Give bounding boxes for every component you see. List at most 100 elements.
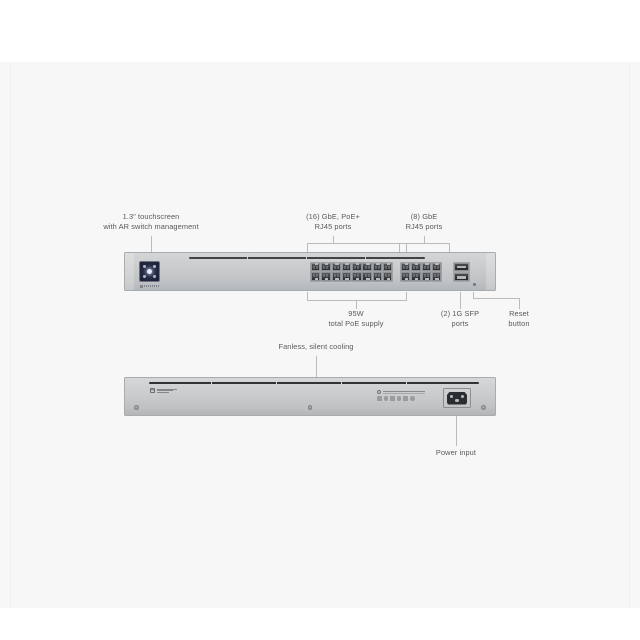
- leader-reset-elbow: [473, 298, 520, 299]
- leader-power-input: [456, 416, 457, 446]
- switch-rear-panel: [124, 377, 496, 416]
- leader-cooling: [316, 356, 317, 377]
- leader-gbe-ports: [424, 236, 425, 243]
- rj45-port[interactable]: [341, 271, 352, 281]
- touchscreen-dot-icon: [153, 275, 156, 278]
- port-column: [421, 262, 431, 281]
- callout-poe-supply: 95W total PoE supply: [328, 309, 384, 328]
- rj45-port[interactable]: [401, 271, 411, 281]
- port-column: [321, 262, 331, 281]
- rj45-port[interactable]: [411, 262, 421, 272]
- front-vent-slot: [189, 255, 425, 260]
- rj45-port[interactable]: [421, 262, 431, 272]
- sfp-port-bank: [453, 261, 470, 282]
- bracket-gbe-ports: [399, 243, 450, 252]
- callout-power-input: Power input: [435, 448, 477, 457]
- port-column: [382, 262, 393, 281]
- touchscreen-dot-icon: [153, 265, 156, 268]
- brand-text-block: [144, 285, 159, 288]
- cert-icon: [396, 395, 402, 401]
- compliance-label: [377, 390, 425, 401]
- bracket-poe-ports: [307, 243, 407, 252]
- rear-brand-text: [156, 388, 177, 394]
- sfp-port[interactable]: [454, 272, 469, 281]
- power-pin-icon: [449, 394, 453, 399]
- rj45-port[interactable]: [331, 271, 341, 281]
- chassis-screw: [307, 405, 313, 410]
- rj45-port[interactable]: [372, 271, 383, 281]
- rj45-port[interactable]: [421, 271, 431, 281]
- rj45-port[interactable]: [311, 271, 321, 281]
- cert-icon: [377, 395, 382, 401]
- port-column: [341, 262, 352, 281]
- rj45-port[interactable]: [352, 262, 362, 272]
- content-band: [0, 62, 640, 608]
- rear-brand-block: [150, 388, 177, 394]
- sfp-port[interactable]: [454, 262, 469, 271]
- callout-sfp-ports: (2) 1G SFP ports: [440, 309, 480, 328]
- leader-reset-drop: [519, 298, 520, 309]
- callout-reset-button: Reset button: [508, 309, 530, 328]
- port-column: [352, 262, 362, 281]
- rj45-port[interactable]: [372, 262, 383, 272]
- compliance-text-block: [382, 390, 425, 394]
- left-edge-rule: [10, 62, 11, 608]
- callout-gbe-ports: (8) GbE RJ45 ports: [405, 212, 443, 231]
- rj45-port[interactable]: [352, 271, 362, 281]
- right-edge-rule: [629, 62, 630, 608]
- rj45-port[interactable]: [431, 262, 442, 272]
- port-column: [331, 262, 341, 281]
- leader-sfp-ports: [460, 292, 461, 309]
- brand-logo-icon: [150, 388, 156, 394]
- leader-reset-stub: [473, 292, 474, 298]
- touchscreen-dot-icon: [143, 275, 146, 278]
- rj45-port[interactable]: [411, 271, 421, 281]
- cert-icon: [403, 395, 408, 401]
- rj45-port[interactable]: [401, 262, 411, 272]
- touchscreen-dot-icon: [143, 265, 146, 268]
- port-column: [411, 262, 421, 281]
- power-pin-icon: [455, 399, 459, 403]
- rj45-port[interactable]: [311, 262, 321, 272]
- rj45-port[interactable]: [431, 271, 442, 281]
- cert-icon: [390, 395, 395, 401]
- rj45-port[interactable]: [321, 271, 331, 281]
- brand-logo-icon: [140, 284, 144, 288]
- callout-poe-ports: (16) GbE, PoE+ RJ45 ports: [306, 212, 360, 231]
- port-column: [311, 262, 321, 281]
- chassis-screw: [481, 405, 486, 410]
- compliance-mark-icon: [377, 390, 382, 395]
- front-brand-wordmark: [140, 284, 159, 288]
- power-inlet-cavity: [447, 391, 467, 405]
- certification-icons: [377, 395, 425, 401]
- chassis-screw: [134, 405, 139, 410]
- poe-port-bank: [310, 261, 394, 282]
- cert-icon: [409, 395, 415, 401]
- touchscreen-hub-icon: [147, 268, 152, 274]
- rj45-port[interactable]: [341, 262, 352, 272]
- callout-cooling: Fanless, silent cooling: [278, 342, 354, 351]
- rear-vent-slot: [149, 381, 479, 386]
- leader-poe-ports: [333, 236, 334, 243]
- rj45-port[interactable]: [362, 262, 372, 272]
- reset-button[interactable]: [473, 282, 476, 286]
- port-column: [431, 262, 442, 281]
- rj45-port[interactable]: [382, 271, 393, 281]
- rj45-port[interactable]: [382, 262, 393, 272]
- rj45-port[interactable]: [331, 262, 341, 272]
- power-pin-icon: [461, 394, 465, 399]
- port-column: [372, 262, 383, 281]
- port-column: [362, 262, 372, 281]
- power-inlet[interactable]: [443, 388, 471, 408]
- rj45-port[interactable]: [362, 271, 372, 281]
- gbe-port-bank: [400, 261, 443, 282]
- rj45-port[interactable]: [321, 262, 331, 272]
- cert-icon: [383, 395, 389, 401]
- callout-touchscreen: 1.3" touchscreen with AR switch manageme…: [103, 212, 199, 231]
- leader-poe-supply: [356, 301, 357, 309]
- leader-touchscreen: [151, 236, 152, 252]
- bracket-poe-supply: [307, 292, 407, 301]
- switch-front-panel: [124, 252, 496, 291]
- touchscreen-display[interactable]: [139, 261, 160, 282]
